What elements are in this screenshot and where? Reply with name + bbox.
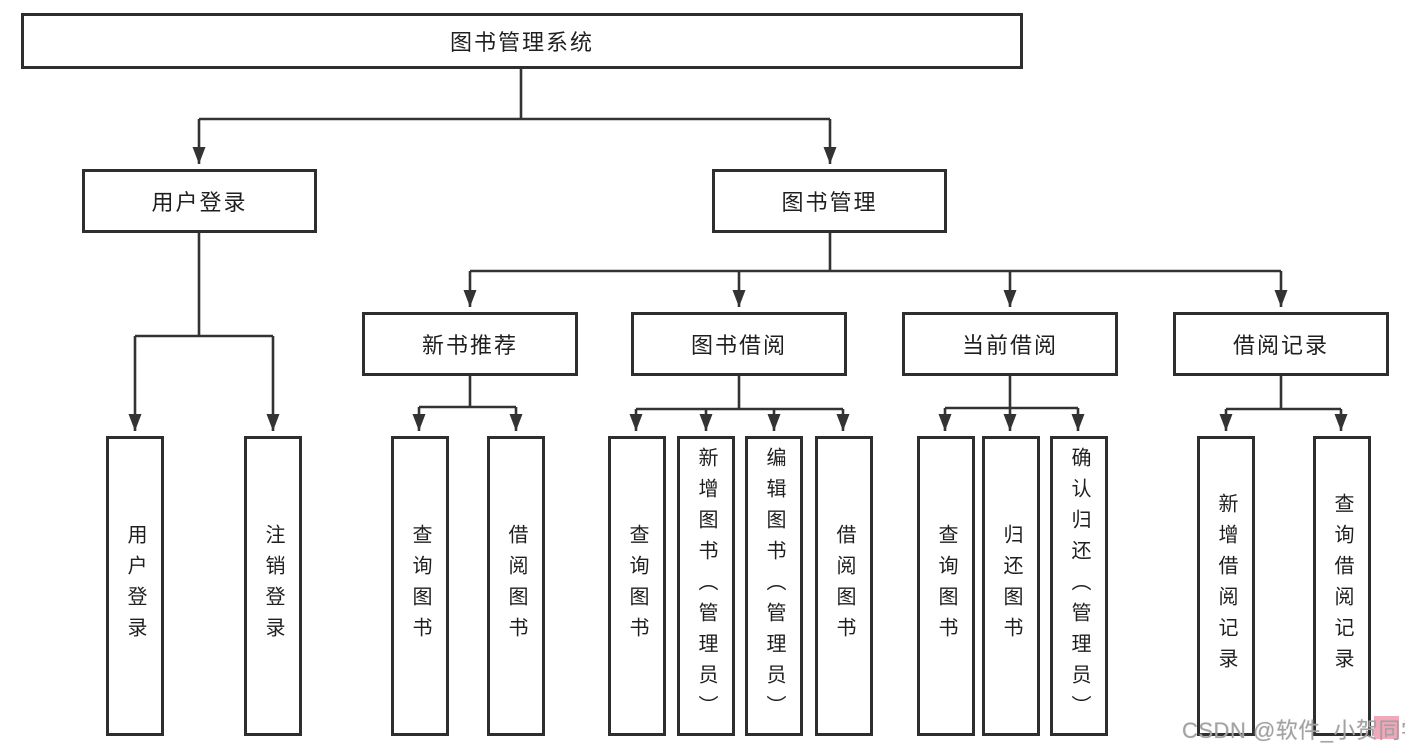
connector-line — [945, 376, 1078, 410]
watermark-text: CSDN @软件_小贺同学 — [1182, 718, 1405, 743]
node-current-borrowing: 当前借阅 — [902, 312, 1118, 376]
node-root-label: 图书管理系统 — [449, 30, 594, 55]
node-new-book-recommend-label: 新书推荐 — [421, 333, 518, 358]
leaf-borrow-book: 借阅图书 — [815, 436, 873, 736]
node-book-borrowing-label: 图书借阅 — [690, 333, 787, 358]
connector-line — [199, 67, 830, 121]
leaf-borrow-book-label: 借阅图书 — [833, 524, 855, 648]
leaf-query-book-recommend-label: 查询图书 — [409, 524, 431, 648]
node-new-book-recommend: 新书推荐 — [362, 312, 578, 376]
leaf-query-book-borrowing-label: 查询图书 — [626, 524, 648, 648]
leaf-query-book-current: 查询图书 — [917, 436, 975, 736]
connector-line — [135, 233, 273, 338]
connector-line — [419, 376, 516, 409]
leaf-query-book-recommend: 查询图书 — [391, 436, 449, 736]
leaf-confirm-return-admin-label: 确认归还（管理员） — [1068, 446, 1090, 726]
node-user-login: 用户登录 — [82, 169, 317, 233]
leaf-query-borrow-record-label: 查询借阅记录 — [1331, 493, 1353, 679]
node-root: 图书管理系统 — [21, 13, 1023, 69]
node-book-management-label: 图书管理 — [781, 190, 878, 215]
connector-line — [470, 233, 1281, 273]
leaf-add-book-admin: 新增图书（管理员） — [677, 436, 735, 736]
leaf-logout-label: 注销登录 — [262, 524, 284, 648]
leaf-borrow-book-recommend-label: 借阅图书 — [505, 524, 527, 648]
leaf-add-borrow-record-label: 新增借阅记录 — [1215, 493, 1237, 679]
leaf-query-book-current-label: 查询图书 — [935, 524, 957, 648]
leaf-return-book-label: 归还图书 — [1000, 524, 1022, 648]
leaf-add-book-admin-label: 新增图书（管理员） — [695, 446, 717, 726]
node-book-management: 图书管理 — [712, 169, 947, 233]
connector-line — [1226, 376, 1341, 411]
leaf-return-book: 归还图书 — [982, 436, 1040, 736]
node-current-borrowing-label: 当前借阅 — [961, 333, 1058, 358]
leaf-add-borrow-record: 新增借阅记录 — [1197, 436, 1255, 736]
leaf-user-login-label: 用户登录 — [124, 524, 146, 648]
node-borrowing-records-label: 借阅记录 — [1232, 333, 1329, 358]
leaf-edit-book-admin: 编辑图书（管理员） — [745, 436, 803, 736]
leaf-borrow-book-recommend: 借阅图书 — [487, 436, 545, 736]
leaf-query-book-borrowing: 查询图书 — [608, 436, 666, 736]
leaf-edit-book-admin-label: 编辑图书（管理员） — [763, 446, 785, 726]
node-user-login-label: 用户登录 — [151, 190, 248, 215]
node-borrowing-records: 借阅记录 — [1173, 312, 1389, 376]
connector-line — [636, 376, 843, 411]
watermark-accent-block — [1374, 716, 1399, 739]
leaf-query-borrow-record: 查询借阅记录 — [1313, 436, 1371, 736]
leaf-confirm-return-admin: 确认归还（管理员） — [1050, 436, 1108, 736]
leaf-logout: 注销登录 — [244, 436, 302, 736]
node-book-borrowing: 图书借阅 — [631, 312, 847, 376]
leaf-user-login: 用户登录 — [106, 436, 164, 736]
